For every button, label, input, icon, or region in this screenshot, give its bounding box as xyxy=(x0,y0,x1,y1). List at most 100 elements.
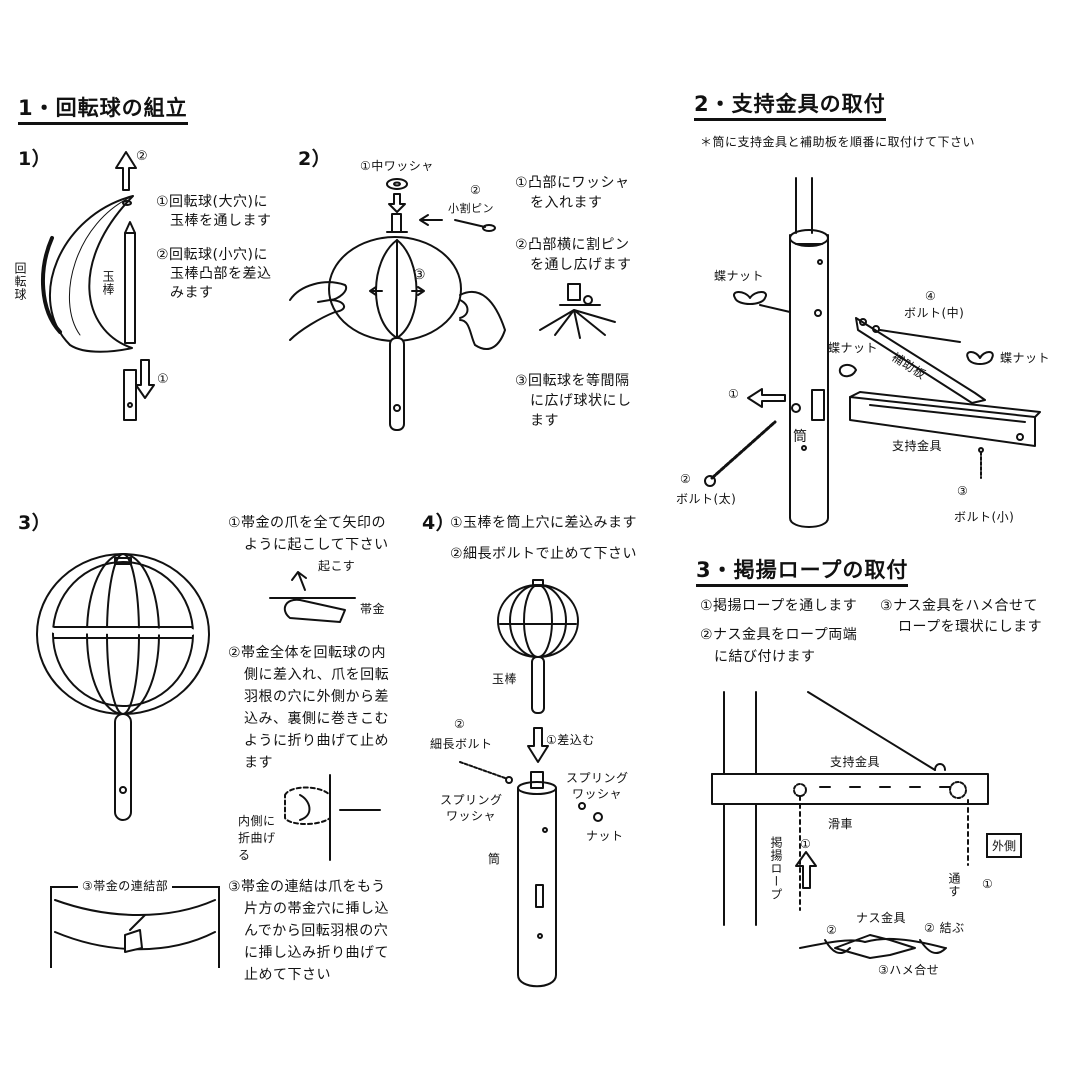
inner-fold-line2: 折曲げ xyxy=(238,831,276,845)
ball-rod-lower xyxy=(124,370,136,420)
section3-bracket-label: 支持金具 xyxy=(830,755,881,769)
step3-note2-line3: 羽根の穴に外側から差 xyxy=(244,689,389,705)
nut-label: ナット xyxy=(586,829,624,843)
step2-note3-line2: に広げ球状にし xyxy=(530,393,632,409)
step2-note1-line1: ①凸部にワッシャ xyxy=(515,175,630,191)
fold-inner-sketch xyxy=(285,775,380,860)
step4-note2: ②細長ボルトで止めて下さい xyxy=(450,546,638,562)
step1-note1-line1: ①回転球(大穴)に xyxy=(156,194,268,210)
wing-nut-left xyxy=(734,292,790,312)
ball-rod-upper xyxy=(125,222,135,343)
step3-note2-line5: ように折り曲げて止め xyxy=(244,733,389,749)
bracket-label: 支持金具 xyxy=(892,439,943,453)
step4-number: 4） xyxy=(422,512,456,534)
step2-number: 2） xyxy=(298,148,332,170)
arrow-left-2 xyxy=(748,389,785,407)
wing-nut-mid xyxy=(840,365,856,376)
rope-label: 掲揚ロープ xyxy=(769,836,783,901)
split-pin-icon xyxy=(420,215,495,231)
bolt-mid-icon xyxy=(873,326,960,342)
bolt-thick-icon xyxy=(705,422,775,486)
step1-number: 1） xyxy=(18,148,52,170)
step1-note2-line2: 玉棒凸部を差込 xyxy=(170,266,272,282)
pass-label: 通す xyxy=(947,872,961,898)
ball-with-hands xyxy=(290,198,505,430)
step3-note3-line2: 片方の帯金穴に挿し込 xyxy=(244,901,389,917)
section1-title: 1・回転球の組立 xyxy=(18,98,188,125)
wing-nut-left-label: 蝶ナット xyxy=(714,269,765,283)
rod-label: 玉棒 xyxy=(101,270,115,296)
rope-diagram xyxy=(712,692,988,958)
bolt-small-number: ③ xyxy=(957,484,969,498)
bolt-mid-number: ④ xyxy=(925,289,937,303)
step3-note3-line5: 止めて下さい xyxy=(244,967,331,983)
ball-label: 回転球 xyxy=(13,262,27,301)
step2-note1-line2: を入れます xyxy=(530,195,603,211)
pulley-label: 滑車 xyxy=(828,817,854,831)
spring-washer-right-2: ワッシャ xyxy=(572,787,623,801)
step4-bolt-label: 細長ボルト xyxy=(430,737,493,751)
small-ball-4 xyxy=(498,580,578,713)
raise-label: 起こす xyxy=(318,559,356,573)
step4-insert-label: ①差込む xyxy=(546,733,595,747)
wing-nut-mid-label: 蝶ナット xyxy=(828,341,879,355)
inner-fold-line1: 内側に xyxy=(238,814,276,828)
section3-note2-line2: に結び付けます xyxy=(714,649,816,665)
arrow-label-1: ① xyxy=(728,387,740,401)
step4-tube-label: 筒 xyxy=(488,852,501,866)
step3-note2-line2: 側に差入れ、爪を回転 xyxy=(244,667,390,683)
wing-nut-right-label: 蝶ナット xyxy=(1000,351,1051,365)
step3-note1-line1: ①帯金の爪を全て矢印の xyxy=(228,515,387,531)
step3-note3-line1: ③帯金の連結は爪をもう xyxy=(228,879,386,895)
step1-arrow-up-label: ② xyxy=(136,149,149,164)
fit-label: ③ハメ合せ xyxy=(878,963,940,977)
section3-note3-line1: ③ナス金具をハメ合せて xyxy=(880,598,1039,614)
band-joint-sketch xyxy=(55,900,215,952)
bolt-mid-label: ボルト(中) xyxy=(904,306,965,320)
step2-note2-line2: を通し広げます xyxy=(530,257,632,273)
step4-note1: ①玉棒を筒上穴に差込みます xyxy=(450,515,638,531)
step2-note3-line3: ます xyxy=(530,413,559,429)
tube-label: 筒 xyxy=(793,429,808,445)
step1-note2-line3: みます xyxy=(170,285,214,301)
section2-subtitle: ＊筒に支持金具と補助板を順番に取付けて下さい xyxy=(700,135,976,149)
step4-rod-label: 玉棒 xyxy=(492,672,518,686)
step1-note1-line2: 玉棒を通します xyxy=(170,213,272,229)
outside-label: 外側 xyxy=(986,833,1023,858)
pin-number: ② xyxy=(470,183,482,197)
bolt-small-label: ボルト(小) xyxy=(954,510,1015,524)
spring-washer-left-1: スプリング xyxy=(440,793,503,807)
step3-note2-line1: ②帯金全体を回転球の内 xyxy=(228,645,387,661)
tie-left-number: ② xyxy=(826,923,838,937)
step2-note3-line1: ③回転球を等間隔 xyxy=(515,373,630,389)
tube-4 xyxy=(460,762,602,986)
down-arrow-1 xyxy=(136,360,154,398)
band-joint-title: ③帯金の連結部 xyxy=(78,880,173,892)
step3-number: 3） xyxy=(18,512,52,534)
step2-note2-line1: ②凸部横に割ピン xyxy=(515,237,630,253)
aux-plate xyxy=(856,318,985,403)
bolt-thick-number: ② xyxy=(680,472,692,486)
nasu-label: ナス金具 xyxy=(856,911,907,925)
rope-number: ① xyxy=(800,837,812,851)
section3-title: 3・掲揚ロープの取付 xyxy=(696,560,909,587)
section3-note1: ①掲揚ロープを通します xyxy=(700,598,858,614)
step4-bolt-number: ② xyxy=(454,717,466,731)
spring-washer-left-2: ワッシャ xyxy=(446,809,497,823)
step1-arrow-down-label: ① xyxy=(157,372,170,387)
assembled-ball-3 xyxy=(37,554,209,820)
insert-arrow-4 xyxy=(528,728,548,762)
washer-icon xyxy=(387,179,407,212)
section3-note3-line2: ロープを環状にします xyxy=(898,619,1043,635)
pole-section2 xyxy=(790,178,828,527)
step3-note2-line4: 込み、裏側に巻きこむ xyxy=(244,711,389,727)
band-joint-frame xyxy=(50,886,220,968)
section2-title: 2・支持金具の取付 xyxy=(694,94,886,121)
inner-fold-line3: る xyxy=(238,848,251,862)
claw-raise-sketch xyxy=(270,572,355,622)
wing-nut-right xyxy=(967,352,993,364)
step3-note3-line3: んでから回転羽根の穴 xyxy=(244,923,389,939)
bolt-small-icon xyxy=(979,448,983,478)
section3-note2-line1: ②ナス金具をロープ両端 xyxy=(700,627,858,643)
step3-note3-line4: に挿し込み折り曲げて xyxy=(244,945,389,961)
